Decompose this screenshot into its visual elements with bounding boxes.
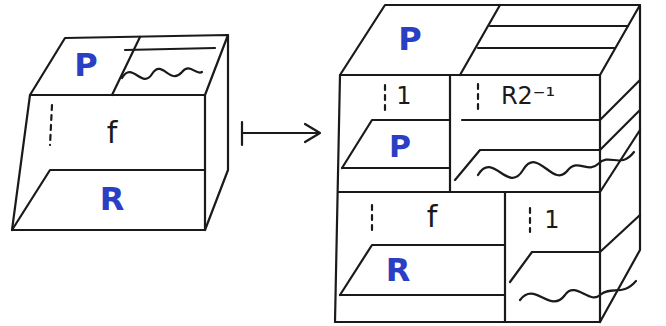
face-text: P: [398, 22, 421, 57]
face-label: f: [423, 198, 442, 235]
face-text: f: [427, 200, 438, 233]
face-label: 1: [540, 205, 563, 235]
face-text: P: [74, 48, 97, 83]
face-label: R: [96, 180, 129, 219]
face-text: f: [107, 116, 118, 149]
face-text: P: [389, 130, 411, 163]
face-label: f: [103, 114, 122, 151]
face-text: 1: [396, 83, 411, 109]
face-label: P: [70, 46, 101, 85]
face-label: P: [385, 128, 415, 165]
face-label: 1: [392, 81, 415, 111]
face-text: R: [386, 253, 411, 288]
face-text: R: [100, 182, 125, 217]
face-label: R2⁻¹: [497, 81, 559, 111]
face-text: 1: [544, 207, 559, 233]
face-text: R2⁻¹: [501, 83, 555, 109]
face-label: P: [394, 20, 425, 59]
face-label: R: [382, 251, 415, 290]
